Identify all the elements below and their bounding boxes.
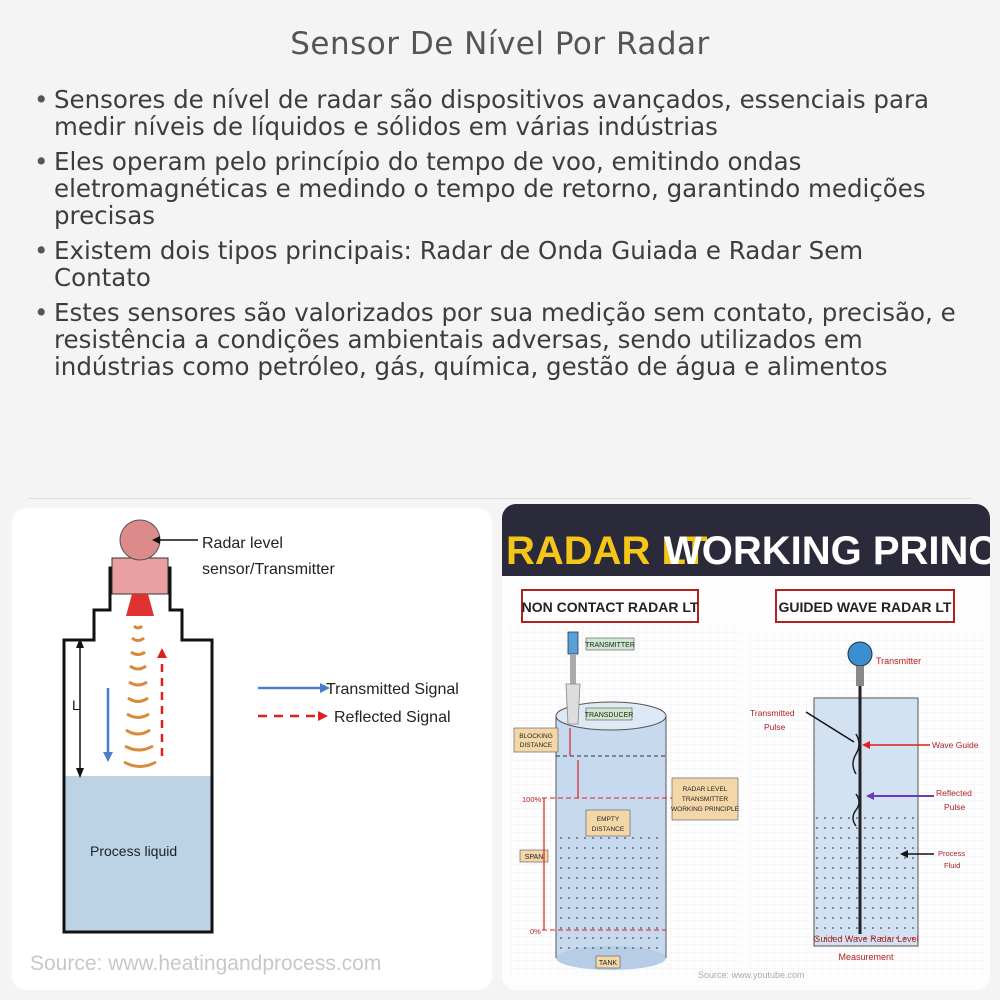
guided-title: GUIDED WAVE RADAR LT	[779, 599, 952, 615]
nc-transmitter-label: TRANSMITTER	[585, 642, 635, 649]
sensor-label: sensor/Transmitter	[202, 561, 335, 578]
sensor-label: Radar level	[202, 535, 283, 552]
gw-caption: Guided Wave Radar Level	[813, 934, 918, 944]
nc-100-label: 100%	[522, 795, 542, 804]
nc-principle-label: WORKING PRINCIPLE	[671, 806, 740, 813]
radar-diagram-card: L Radar level sensor/Transmitter Transmi…	[12, 508, 492, 990]
gw-reflected-label: Reflected	[936, 788, 972, 798]
section-divider	[28, 498, 972, 499]
radar-principle-card: RADAR LT WORKING PRINCIPLE NON CONTACT R…	[502, 504, 990, 990]
nc-principle-label: TRANSMITTER	[682, 796, 729, 803]
gw-reflected-label: Pulse	[944, 802, 966, 812]
nc-principle-label: RADAR LEVEL	[683, 786, 728, 793]
guided-title-box	[775, 589, 955, 623]
gw-transmitted-label: Pulse	[764, 722, 786, 732]
banner	[502, 504, 990, 576]
nc-empty-label: EMPTY	[597, 816, 620, 823]
gw-process-label: Process	[938, 849, 965, 858]
bullet-item: Sensores de nível de radar são dispositi…	[34, 86, 964, 140]
nc-transmitter-icon	[567, 631, 579, 655]
page-title: Sensor De Nível Por Radar	[290, 26, 710, 62]
banner-part1: RADAR LT	[506, 529, 707, 573]
tank-liquid	[558, 834, 664, 954]
nc-blocking-label: DISTANCE	[520, 742, 553, 749]
gw-liquid	[816, 816, 916, 944]
bullet-item: Estes sensores são valorizados por sua m…	[34, 299, 964, 380]
vessel-outline	[62, 566, 214, 934]
radar-level-diagram: L Radar level sensor/Transmitter Transmi…	[62, 519, 459, 934]
gw-transmitted-label: Transmitted	[750, 708, 795, 718]
bullet-item: Eles operam pelo princípio do tempo de v…	[34, 148, 964, 229]
radar-horn	[126, 594, 154, 616]
bullet-list: Sensores de nível de radar são dispositi…	[34, 86, 964, 388]
distance-label: L	[72, 697, 80, 713]
gw-process-label: Fluid	[944, 861, 960, 870]
gw-caption: Measurement	[838, 952, 894, 962]
bullet-item: Existem dois tipos principais: Radar de …	[34, 237, 964, 291]
legend-transmitted: Transmitted Signal	[326, 681, 459, 698]
process-liquid	[64, 776, 212, 932]
legend-reflected: Reflected Signal	[334, 709, 451, 726]
nc-span-label: SPAN	[525, 854, 544, 861]
source-credit: Source: www.heatingandprocess.com	[30, 952, 382, 975]
nc-transducer-label: TRANSDUCER	[585, 712, 634, 719]
liquid-label: Process liquid	[90, 843, 177, 859]
transmitter-body	[111, 557, 169, 595]
gw-transmitter-icon	[847, 641, 873, 667]
banner-part2: WORKING PRINCIPLE	[664, 529, 990, 573]
non-contact-title-box	[521, 589, 699, 623]
nc-0-label: 0%	[530, 927, 541, 936]
non-contact-title: NON CONTACT RADAR LT	[522, 599, 699, 615]
gw-transmitter-label: Transmitter	[876, 656, 921, 666]
radar-waves	[123, 624, 157, 768]
nc-blocking-label: BLOCKING	[519, 733, 553, 740]
nc-empty-label: DISTANCE	[592, 826, 625, 833]
gw-wave-guide-label: Wave Guide	[932, 740, 979, 750]
nc-tank-label: TANK	[599, 960, 617, 967]
radar-principle-diagram: RADAR LT WORKING PRINCIPLE NON CONTACT R…	[502, 504, 990, 976]
source-credit: Source: www.youtube.com	[698, 970, 805, 980]
